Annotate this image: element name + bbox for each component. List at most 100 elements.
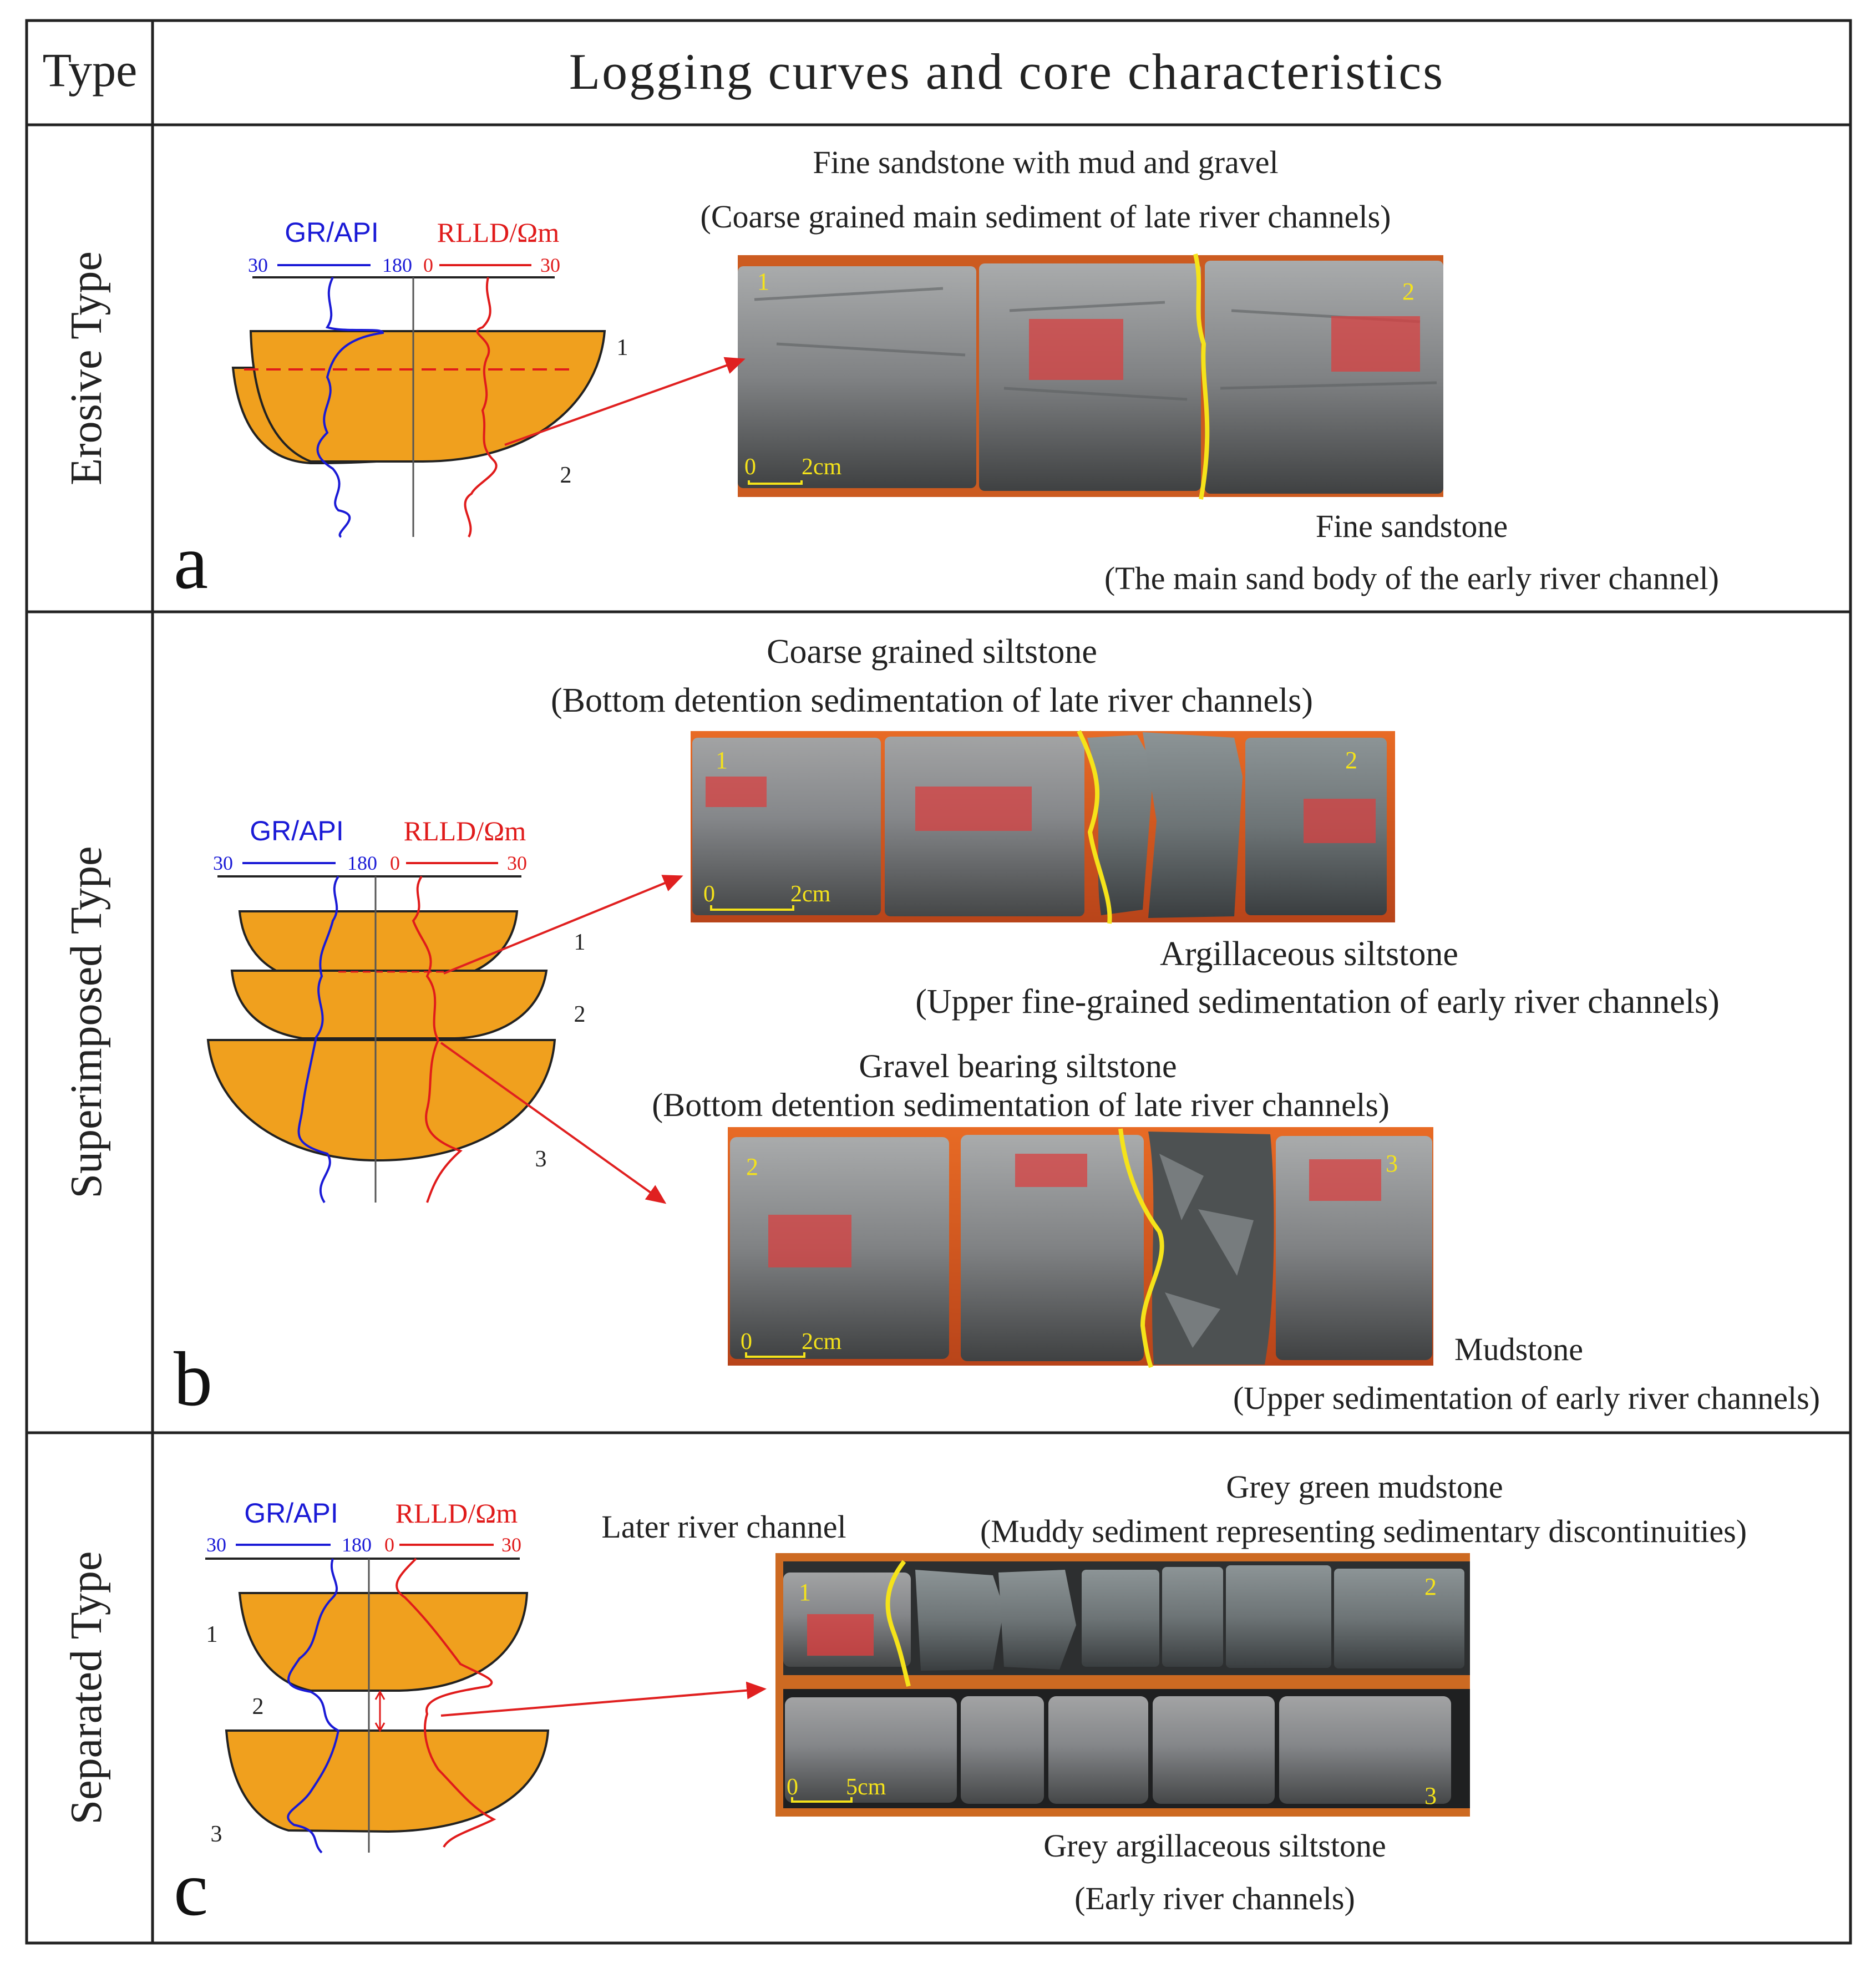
channel-body-3 (225, 1729, 550, 1833)
channel-number-1: 1 (574, 930, 586, 955)
gr-curve-label: GR/API (244, 1498, 338, 1529)
rlld-scale-min: 0 (423, 254, 433, 276)
rlld-curve (396, 1558, 496, 1848)
gr-scale-max: 180 (347, 852, 377, 874)
panel-letter-c: c (174, 1846, 208, 1932)
gr-curve-label: GR/API (250, 815, 343, 846)
rlld-curve-label: RLLD/Ωm (396, 1498, 518, 1529)
core-segment (961, 1696, 1044, 1804)
channel-number-3: 3 (535, 1147, 547, 1172)
scale-bar (791, 1797, 853, 1803)
caption-coarse-siltstone-detail: (Bottom detention sedimentation of late … (551, 682, 1313, 719)
core-segment (1082, 1570, 1159, 1667)
pointer-arrow (440, 1681, 767, 1717)
caption-fine-sandstone-mud-gravel-detail: (Coarse grained main sediment of late ri… (701, 199, 1391, 235)
row-type-separated: Separated Type (62, 1551, 111, 1825)
contact-boundary-line (1118, 1128, 1164, 1368)
contact-boundary-line (1077, 730, 1112, 924)
log-diagram-erosive: GR/API RLLD/Ωm 30 180 0 30 1 2 (231, 217, 628, 538)
scale-bar (748, 480, 803, 485)
rlld-curve-label: RLLD/Ωm (437, 217, 560, 248)
table-border (25, 19, 1852, 1945)
log-diagram-superimposed: GR/API RLLD/Ωm 30 180 0 30 1 2 3 (206, 815, 586, 1204)
rlld-curve-label: RLLD/Ωm (404, 815, 526, 846)
photo-mark-2: 2 (1424, 1573, 1437, 1600)
rlld-scale-max: 30 (540, 254, 560, 276)
core-segment (1153, 1696, 1275, 1804)
sample-label-tag (1304, 799, 1376, 843)
core-segment (1143, 732, 1243, 918)
sample-label-tag (1309, 1159, 1381, 1201)
scale-bar-zero: 0 (787, 1774, 798, 1800)
gr-curve (316, 277, 384, 538)
caption-grey-argillaceous-siltstone-detail: (Early river channels) (1074, 1880, 1355, 1916)
photo-mark-3: 3 (1386, 1150, 1398, 1177)
type-column-header: Type (43, 43, 138, 97)
core-segment (1048, 1696, 1148, 1804)
pointer-arrow (504, 357, 746, 446)
channel-body-1 (249, 330, 606, 463)
panel-letter-a: a (174, 519, 208, 605)
channel-number-2: 2 (560, 463, 572, 488)
panel-letter-b: b (174, 1336, 212, 1422)
core-segment (1334, 1569, 1464, 1668)
gr-scale-min: 30 (213, 852, 233, 874)
caption-fine-sandstone: Fine sandstone (1316, 508, 1508, 544)
rock-texture (754, 287, 1437, 401)
caption-gravel-siltstone-detail: (Bottom detention sedimentation of late … (652, 1087, 1390, 1123)
photo-mark-3: 3 (1424, 1782, 1437, 1809)
photo-mark-2: 2 (1345, 747, 1357, 774)
scale-bar-length: 2cm (802, 1329, 842, 1355)
scale-bar-zero: 0 (744, 454, 756, 480)
core-segment (785, 1697, 957, 1803)
scale-bar-length: 2cm (802, 454, 842, 480)
scale-bar (710, 905, 794, 911)
channel-body-2 (230, 970, 548, 1039)
rlld-scale-max: 30 (501, 1534, 521, 1556)
scale-bar-zero: 0 (741, 1329, 752, 1355)
gr-scale-max: 180 (342, 1534, 372, 1556)
core-segment (1162, 1567, 1223, 1667)
gr-scale-max: 180 (382, 254, 412, 276)
channel-number-1: 1 (617, 335, 628, 361)
contact-boundary-line (885, 1560, 911, 1687)
core-segment (1226, 1565, 1331, 1668)
channel-body-3 (206, 1039, 556, 1162)
channel-number-2: 2 (574, 1002, 586, 1027)
caption-coarse-siltstone: Coarse grained siltstone (767, 633, 1097, 671)
caption-mudstone: Mudstone (1454, 1331, 1583, 1367)
rlld-scale-max: 30 (507, 852, 527, 874)
rlld-scale-min: 0 (384, 1534, 394, 1556)
channel-number-3: 3 (211, 1822, 222, 1847)
core-segment (738, 266, 976, 488)
caption-grey-green-mudstone: Grey green mudstone (1226, 1469, 1503, 1505)
gap-indicator-arrowheads (374, 1690, 386, 1733)
channel-number-2: 2 (252, 1694, 264, 1719)
page-title: Logging curves and core characteristics (569, 43, 1444, 100)
pointer-arrow (440, 1042, 667, 1204)
sample-label-tag (915, 787, 1032, 831)
row-type-erosive: Erosive Type (62, 251, 111, 485)
core-fragment (915, 1570, 1004, 1671)
caption-argillaceous-siltstone: Argillaceous siltstone (1160, 935, 1458, 973)
label-later-river-channel: Later river channel (601, 1509, 846, 1545)
photo-mark-2: 2 (746, 1153, 758, 1180)
sample-label-tag (1029, 319, 1123, 380)
gr-scale-min: 30 (206, 1534, 226, 1556)
pointer-arrow (443, 875, 683, 975)
rlld-scale-min: 0 (390, 852, 400, 874)
contact-boundary-line (1193, 253, 1210, 500)
gr-curve (287, 1558, 340, 1854)
core-photo-erosive: 1 2 0 2cm (738, 253, 1443, 500)
caption-fine-sandstone-detail: (The main sand body of the early river c… (1104, 560, 1719, 596)
caption-grey-green-mudstone-detail: (Muddy sediment representing sedimentary… (980, 1513, 1747, 1549)
gr-curve (297, 875, 339, 1204)
sample-label-tag (1015, 1154, 1087, 1187)
gr-curve-label: GR/API (285, 217, 378, 248)
sample-label-tag (768, 1215, 851, 1267)
core-fragment (998, 1570, 1076, 1670)
mudstone-fragment-detail (1159, 1154, 1254, 1348)
caption-mudstone-detail: (Upper sedimentation of early river chan… (1233, 1380, 1820, 1416)
scale-bar-length: 5cm (846, 1774, 886, 1800)
